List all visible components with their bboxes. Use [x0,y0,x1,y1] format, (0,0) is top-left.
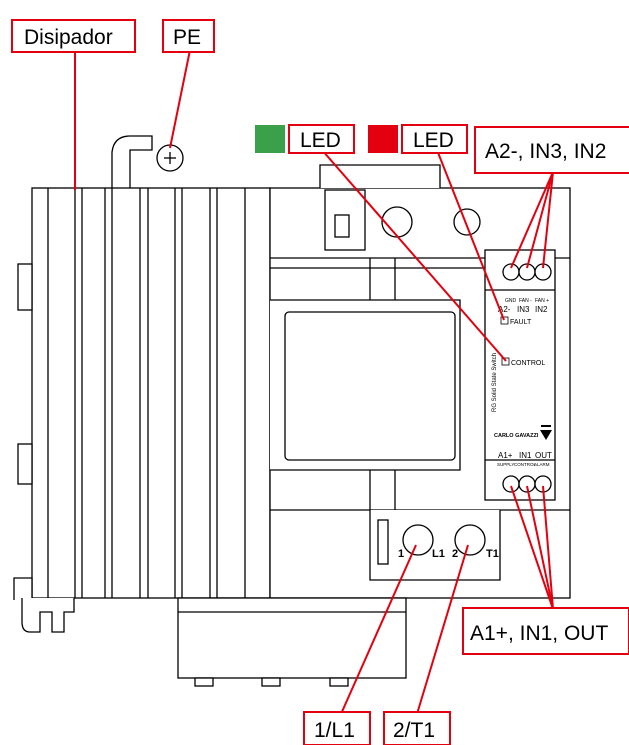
leader-bottom-in1 [526,485,554,610]
label-l1: L1 [432,548,445,560]
green-led-swatch [255,125,285,153]
label-t1-num: 2 [452,548,458,560]
label-in3: IN3 [517,305,530,314]
label-alarm: ALARM [534,462,550,467]
label-out: OUT [535,451,552,460]
callout-pe: PE [162,19,215,53]
label-in2: IN2 [535,305,548,314]
leader-led-red [436,149,505,321]
bottom-terminal-screws [502,475,552,493]
leader-bottom-a1 [510,485,554,610]
callout-bottom-terminals-label: A1+, IN1, OUT [470,622,608,645]
leader-lines [74,49,554,715]
label-l1-num: 1 [398,548,404,560]
callout-led-red: LED [401,124,468,154]
label-brand: CARLO GAVAZZI [494,433,539,439]
callout-load-terminal: 2/T1 [383,711,451,745]
label-fault: FAULT [510,319,532,326]
din-clip-bottom [21,598,75,633]
leader-top-a2 [510,171,554,269]
device-body [13,135,571,687]
leader-pe [169,49,191,149]
callout-led-green: LED [288,124,355,154]
callout-line-terminal-label: 1/L1 [314,719,355,742]
label-in1: IN1 [519,451,532,460]
din-clip-top [111,135,153,188]
device-labels: GND FAN - FAN + A2- IN3 IN2 FAULT CONTRO… [398,298,552,560]
callout-top-terminals-label: A2-, IN3, IN2 [485,140,606,163]
label-gnd: GND [505,298,517,304]
label-a1: A1+ [498,451,513,460]
fault-led-indicator [500,316,509,325]
heatsink [31,187,271,599]
label-control-small: CONTROL [514,462,536,467]
label-a2: A2- [498,305,511,314]
label-t1: T1 [486,548,499,560]
top-terminal-screws [502,263,552,281]
leader-bottom-out [542,485,554,610]
callout-led-green-label: LED [300,129,341,152]
label-fan-minus: FAN - [519,298,532,304]
leader-l1 [340,544,417,715]
pe-screw-icon [156,144,184,172]
callouts: Disipador PE LED LED A2-, IN3, IN2 A1+, … [11,19,629,745]
callout-load-terminal-label: 2/T1 [393,719,435,742]
control-module [484,249,556,501]
control-led-indicator [501,357,510,366]
callout-top-terminals: A2-, IN3, IN2 [474,126,629,174]
label-control: CONTROL [511,360,545,367]
callout-bottom-terminals: A1+, IN1, OUT [462,607,629,655]
leader-led-green [321,149,507,362]
callout-heatsink: Disipador [11,19,136,53]
callout-led-red-label: LED [413,129,454,152]
callout-pe-label: PE [173,26,201,49]
terminal-a1-icon [502,475,520,493]
warning-triangle-icon [540,430,552,440]
leader-top-in2 [542,171,554,269]
leader-top-in3 [526,171,554,269]
callout-heatsink-label: Disipador [24,26,113,49]
label-product: RG Solid State Switch [492,353,498,412]
callout-line-terminal: 1/L1 [303,711,371,745]
red-led-swatch [368,125,398,153]
leader-t1 [416,544,469,715]
label-supply: SUPPLY [497,462,514,467]
label-fan-plus: FAN + [535,298,549,304]
